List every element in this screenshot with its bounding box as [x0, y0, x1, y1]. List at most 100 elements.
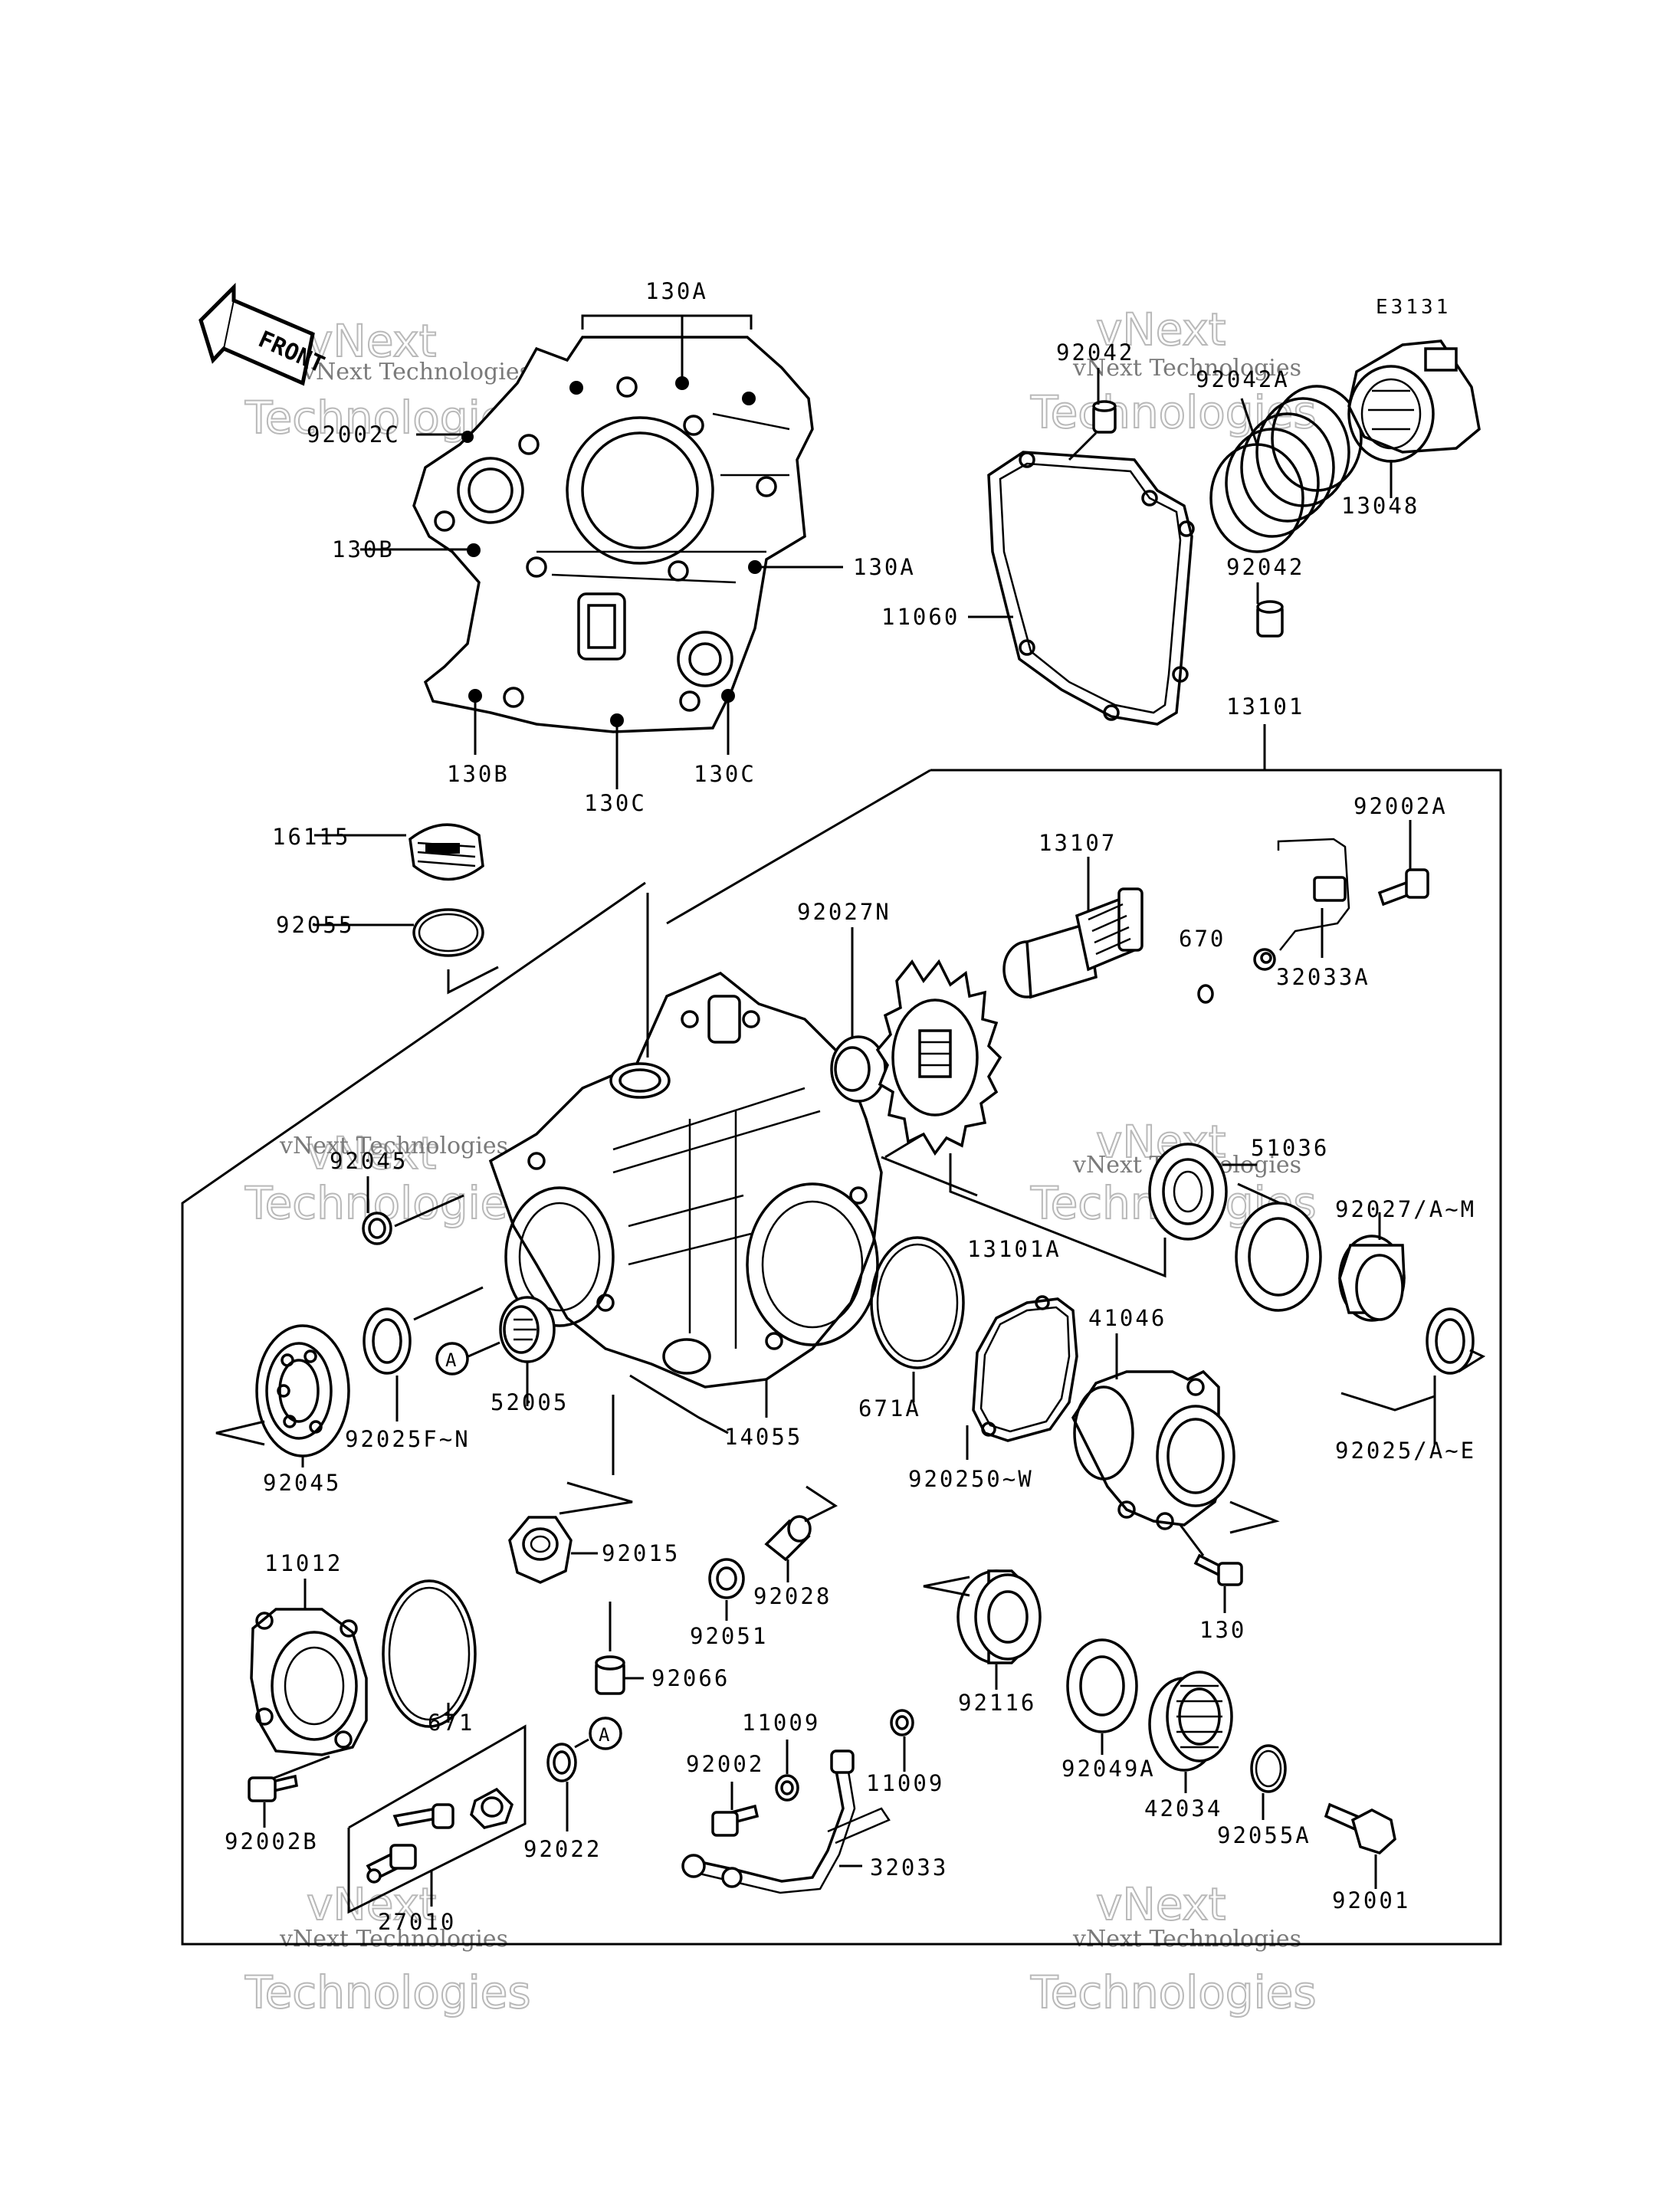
watermark-big-text: vNext	[307, 1878, 436, 1930]
part-label: 130B	[332, 536, 395, 562]
part-label: 51036	[1251, 1135, 1329, 1161]
seal-92027-part	[1235, 1202, 1322, 1312]
leader-92042-link	[1068, 431, 1098, 461]
o-ring-671-part	[382, 1579, 477, 1728]
reference-marker-label: A	[445, 1349, 457, 1371]
watermark-small-text: vNext Technologies	[302, 359, 531, 385]
watermark-group: vNext vNext Technologies Technologies vN…	[244, 303, 1317, 2019]
leader-11012-link	[264, 1755, 330, 1783]
part-label: 11009	[742, 1710, 820, 1736]
leader-92055-link	[447, 966, 499, 995]
bolt-92002a-part	[1377, 868, 1429, 907]
part-label: 92042	[1056, 339, 1134, 366]
watermark-big-text: vNext	[307, 1127, 436, 1179]
dowel-pin-part	[1256, 600, 1284, 638]
part-label: 130C	[584, 790, 647, 816]
shift-lever-32033a-part	[1253, 838, 1350, 971]
leader-92025-bracket	[1340, 1392, 1436, 1412]
bearing-51036-part	[1148, 1143, 1228, 1241]
part-label: 130A	[853, 554, 916, 580]
part-label: 92055	[276, 912, 354, 938]
oil-cap-part	[409, 823, 484, 881]
leader-marker-a	[468, 1341, 500, 1358]
bolt-92001-part	[1324, 1802, 1396, 1854]
crankcase-cover-part	[412, 336, 814, 733]
part-label: 42034	[1144, 1795, 1222, 1822]
leader-92045-small-2	[394, 1194, 464, 1228]
sensor-27010-part	[366, 1787, 514, 1884]
watermark-top-right: vNext vNext Technologies Technologies	[1029, 303, 1317, 439]
part-label: 92042	[1226, 554, 1304, 580]
leader-92027-link	[1237, 1182, 1281, 1205]
nut-92015-part	[508, 1516, 573, 1584]
gasket-920250-part	[972, 1295, 1078, 1442]
part-label: 130	[1199, 1617, 1246, 1643]
bearing-92045-part	[255, 1324, 350, 1458]
part-label: 92002B	[225, 1828, 319, 1854]
part-label: 671	[428, 1710, 474, 1736]
seal-92049a-part	[1066, 1638, 1138, 1733]
part-label: 92015	[602, 1540, 680, 1566]
o-ring-92055a-part	[1250, 1744, 1287, 1793]
plug-92066-part	[595, 1655, 625, 1695]
part-label: 92042A	[1196, 366, 1290, 392]
part-label: 13048	[1341, 493, 1419, 519]
bevel-gear-part	[875, 959, 1002, 1156]
watermark-big-text: Technologies	[244, 1966, 531, 2018]
dowel-92028-part	[764, 1515, 812, 1562]
part-label: 92045	[330, 1148, 408, 1174]
watermark-big-text: Technologies	[1030, 1966, 1317, 2018]
washer-11009-part	[775, 1774, 799, 1802]
part-label: 92001	[1332, 1887, 1410, 1913]
part-label: 13101A	[967, 1236, 1061, 1262]
cover-11012-part	[250, 1608, 368, 1756]
seal-92051-part	[708, 1558, 745, 1599]
leader-92025f-link	[413, 1286, 484, 1321]
part-label: 92055A	[1217, 1822, 1311, 1848]
diagram-code: E3131	[1376, 296, 1451, 319]
final-gear-case-part	[488, 971, 883, 1389]
part-label: 671A	[858, 1395, 921, 1421]
part-label: 16115	[272, 824, 350, 850]
part-label: 11009	[866, 1770, 944, 1796]
reference-marker-a: A	[435, 1342, 469, 1376]
leader-14055-3	[881, 1156, 978, 1197]
part-label: 13107	[1039, 830, 1117, 856]
reference-marker-a: A	[589, 1717, 622, 1750]
seal-92025f-part	[363, 1307, 412, 1375]
part-label: 92028	[753, 1583, 832, 1609]
bolt-130-part	[1193, 1553, 1243, 1586]
leader-marker-a-2	[574, 1738, 589, 1749]
leader-92028-link	[804, 1485, 838, 1523]
cup-13048-part	[1347, 339, 1481, 463]
part-label: 92002	[686, 1751, 764, 1777]
watermark-small-text: vNext Technologies	[279, 1926, 508, 1953]
leader-14055	[629, 1374, 729, 1435]
watermark-bottom-left: vNext vNext Technologies Technologies	[244, 1877, 532, 2019]
part-label: 92066	[651, 1665, 730, 1691]
bushing-52005-part	[499, 1296, 556, 1363]
part-label: 670	[1179, 926, 1226, 952]
watermark-big-text: vNext	[307, 315, 436, 367]
sleeve-part	[1338, 1235, 1406, 1322]
watermark-big-text: vNext	[1096, 1878, 1226, 1930]
gasket-11060-part	[987, 451, 1195, 726]
o-ring-part	[412, 908, 484, 957]
front-arrow-icon: FRONT	[199, 282, 328, 386]
watermark-mid-left: vNext vNext Technologies Technologies	[244, 1126, 532, 1230]
shaft-13107-part	[1002, 887, 1144, 999]
part-label: 14055	[724, 1424, 802, 1450]
part-label: 52005	[491, 1389, 569, 1415]
part-label: 11060	[881, 604, 960, 630]
part-label: 41046	[1088, 1305, 1166, 1331]
washer-11009-part	[890, 1709, 914, 1736]
leader-92042a	[1240, 398, 1258, 445]
part-label-group: 130A 92002C 130B 130A 130B 130C 130C 920…	[225, 278, 1476, 1935]
reference-marker-label: A	[599, 1724, 610, 1746]
part-label: 130A	[645, 278, 708, 304]
part-label: 92027/A~M	[1335, 1196, 1476, 1222]
washer-11009-part	[895, 1715, 909, 1730]
part-label: 920250~W	[908, 1466, 1034, 1492]
part-label: 92002C	[307, 421, 401, 448]
